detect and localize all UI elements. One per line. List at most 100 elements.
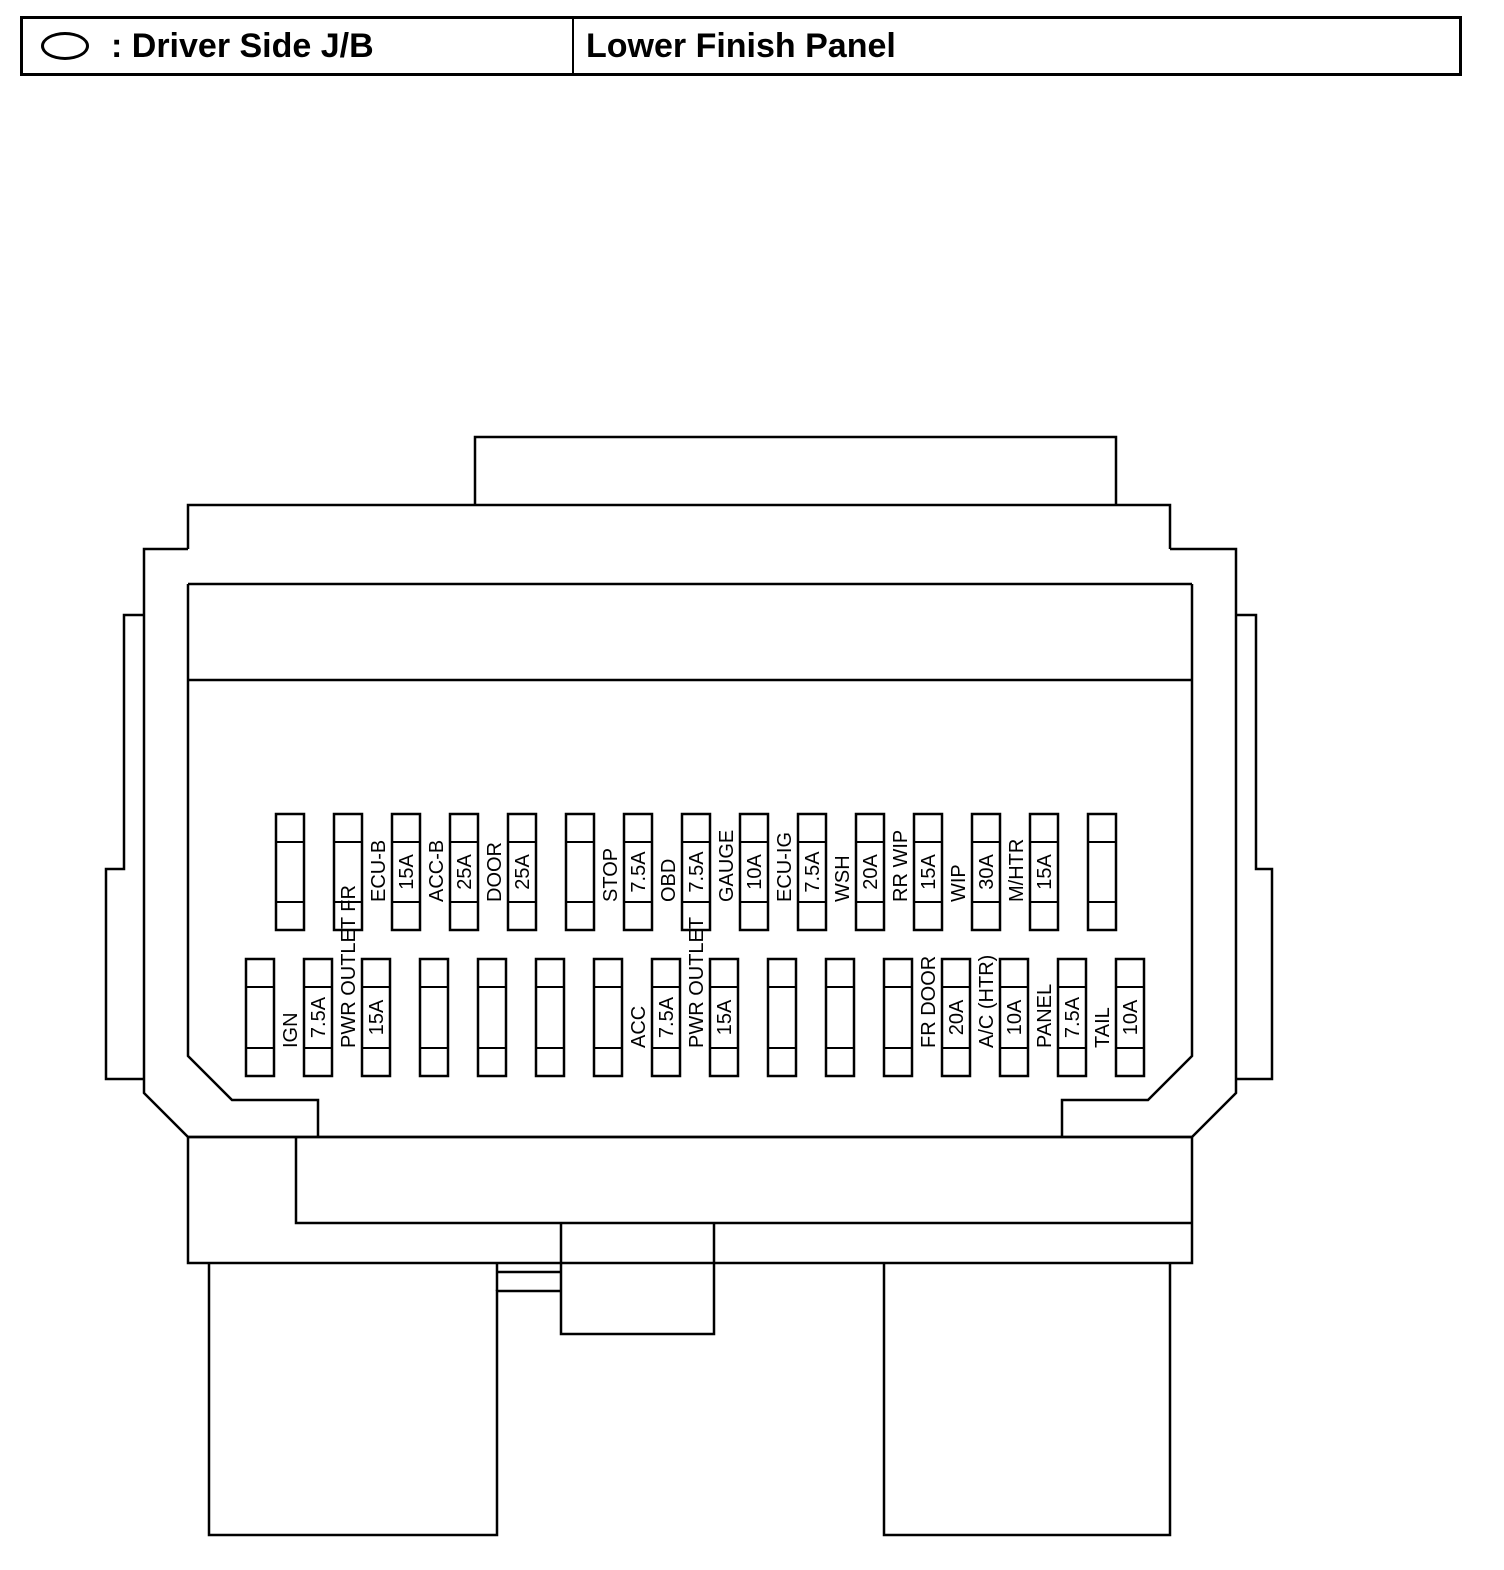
fuse xyxy=(824,957,856,1078)
center-tab xyxy=(559,1223,716,1336)
fuse-rating: 25A xyxy=(512,854,534,890)
fuse-rating: 15A xyxy=(714,999,736,1035)
header-left-cell: : Driver Side J/B xyxy=(23,19,574,73)
fuse-body xyxy=(680,812,712,932)
fuse-body xyxy=(390,812,422,932)
fuse-body xyxy=(592,957,624,1078)
fuse-body xyxy=(1086,812,1118,932)
fuse-body xyxy=(418,957,450,1078)
fuse-body xyxy=(940,957,972,1078)
fuse-rating: 7.5A xyxy=(656,996,678,1038)
oval-icon xyxy=(41,32,89,60)
fuse-name: WSH xyxy=(832,855,854,902)
fuse: 15A M/HTR xyxy=(1006,812,1060,932)
fuse-body xyxy=(476,957,508,1078)
fuse-name: RR WIP xyxy=(890,830,912,902)
fuse-rating: 30A xyxy=(976,854,998,890)
fuse-rating: 7.5A xyxy=(1062,996,1084,1038)
fuse-rating: 20A xyxy=(946,999,968,1035)
fuse-rating: 15A xyxy=(918,854,940,890)
fuse-body xyxy=(1056,957,1088,1078)
fuse-body xyxy=(766,957,798,1078)
fuse xyxy=(882,957,914,1078)
inner-frame-left xyxy=(186,584,320,1137)
fuse-name: FR DOOR xyxy=(918,956,940,1048)
fuse-body xyxy=(1028,812,1060,932)
fuse-body xyxy=(998,957,1030,1078)
fuse-body xyxy=(1114,957,1146,1078)
fuse-body xyxy=(506,812,538,932)
fuse-rating: 10A xyxy=(744,854,766,890)
upper-body xyxy=(186,503,1172,549)
fuse xyxy=(244,957,276,1078)
fuse: 15A PWR OUTLET xyxy=(686,917,740,1078)
fuse-name: ACC-B xyxy=(426,840,448,902)
fuse xyxy=(332,812,364,932)
fuse-rating: 7.5A xyxy=(802,851,824,893)
fuse-name: PANEL xyxy=(1034,984,1056,1048)
fuse: 25A DOOR xyxy=(484,812,538,932)
fuse-body xyxy=(448,812,480,932)
fuse-name: ECU-B xyxy=(368,840,390,902)
fuse: 15A ECU-B xyxy=(368,812,422,932)
fuse-body xyxy=(708,957,740,1078)
fuse-body xyxy=(912,812,944,932)
fuse xyxy=(418,957,450,1078)
fuse xyxy=(564,812,596,932)
fuse-body xyxy=(650,957,682,1078)
inner-frame-right xyxy=(1060,584,1194,1137)
fuse: 20A FR DOOR xyxy=(918,956,972,1078)
fuse-body xyxy=(854,812,886,932)
junction-block-title: : Driver Side J/B xyxy=(111,26,374,65)
fuse xyxy=(534,957,566,1078)
fuse-rating: 7.5A xyxy=(308,996,330,1038)
fuse-body xyxy=(274,812,306,932)
right-connector xyxy=(882,1263,1172,1537)
fuse-body xyxy=(564,812,596,932)
right-side-tab xyxy=(1236,613,1274,1081)
diagram-header: : Driver Side J/B Lower Finish Panel xyxy=(20,16,1462,76)
fuse: 15A RR WIP xyxy=(890,812,944,932)
fuse-name: M/HTR xyxy=(1006,839,1028,902)
fuse-body xyxy=(244,957,276,1078)
bottom-band xyxy=(186,1135,1194,1265)
left-connector xyxy=(207,1263,561,1537)
fuse-name: ACC xyxy=(628,1006,650,1048)
housing-outline xyxy=(104,435,1274,1537)
fuse-body xyxy=(882,957,914,1078)
fuse-name: STOP xyxy=(600,848,622,902)
fuse-body xyxy=(534,957,566,1078)
fuse xyxy=(592,957,624,1078)
fuse xyxy=(766,957,798,1078)
fuse-name: DOOR xyxy=(484,842,506,902)
header-right-cell: Lower Finish Panel xyxy=(574,19,1459,73)
fuse-name: PWR OUTLET xyxy=(686,917,708,1048)
fuse xyxy=(274,812,306,932)
fuse: 25A ACC-B xyxy=(426,812,480,932)
fuse-name: GAUGE xyxy=(716,830,738,902)
fuse-rating: 15A xyxy=(396,854,418,890)
fuse xyxy=(476,957,508,1078)
fuse-body xyxy=(738,812,770,932)
fuse-body xyxy=(302,957,334,1078)
fuse-body xyxy=(824,957,856,1078)
fuse-name: TAIL xyxy=(1092,1007,1114,1048)
fuse-body xyxy=(332,812,364,932)
fuse-rating: 25A xyxy=(454,854,476,890)
fuse: 7.5A ACC xyxy=(628,957,682,1078)
fuse-rating: 15A xyxy=(1034,854,1056,890)
fuse-name: PWR OUTLET FR xyxy=(338,885,360,1048)
top-tab xyxy=(473,435,1118,505)
fuse-name: A/C (HTR) xyxy=(976,955,998,1048)
location-title: Lower Finish Panel xyxy=(586,26,896,65)
